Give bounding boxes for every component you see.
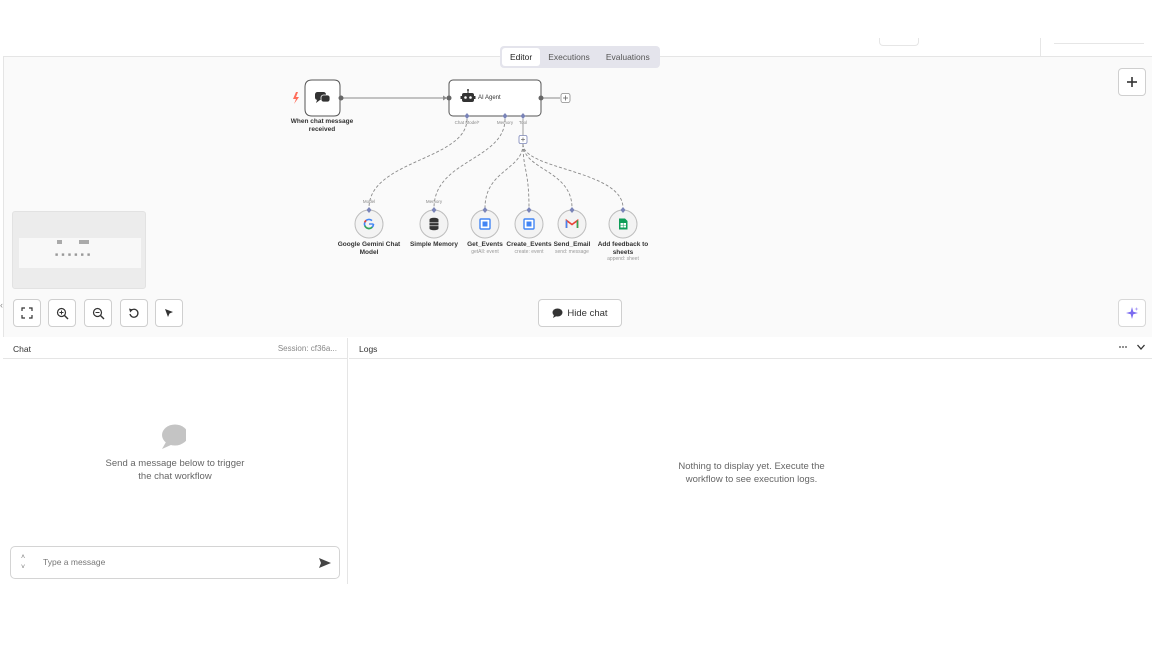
minimap-node xyxy=(57,240,62,244)
chat-empty-message: Send a message below to trigger the chat… xyxy=(90,458,260,483)
google-g-icon xyxy=(363,218,375,230)
memory-node-label: Simple Memory xyxy=(409,241,459,248)
get-events-label: Get_Events xyxy=(467,241,503,248)
top-bar-button-edge xyxy=(879,38,919,46)
reset-zoom-button[interactable] xyxy=(120,299,148,327)
port-label-tool: Tool xyxy=(518,120,528,125)
history-nav-icon[interactable]: ˄˅ xyxy=(21,554,26,571)
hide-chat-button[interactable]: Hide chat xyxy=(538,299,622,327)
minimap[interactable]: ■ ■ ■ ■ ■ ■ xyxy=(12,211,146,289)
port-label-chat-model: Chat Model* xyxy=(454,120,480,125)
minimap-node xyxy=(79,240,89,244)
trigger-label-line2: received xyxy=(308,125,336,133)
chat-panel-title: Chat xyxy=(13,344,31,354)
chat-bubble-icon xyxy=(552,308,563,318)
ai-assistant-button[interactable] xyxy=(1118,299,1146,327)
top-bar-edge xyxy=(1054,40,1144,44)
logs-panel: Logs Nothing to display yet. Execute the… xyxy=(349,338,1152,584)
logs-empty-line1: Nothing to display yet. Execute the xyxy=(678,461,825,472)
logs-panel-title: Logs xyxy=(359,344,378,354)
session-id[interactable]: Session: cf36a... xyxy=(277,344,337,353)
gemini-node[interactable] xyxy=(354,207,384,239)
view-tabs: Editor Executions Evaluations xyxy=(500,46,660,68)
add-node-button[interactable] xyxy=(1118,68,1146,96)
tidy-up-button[interactable] xyxy=(155,299,183,327)
port-tool[interactable] xyxy=(520,113,526,119)
message-input[interactable]: Type a message xyxy=(43,557,106,567)
zoom-in-icon xyxy=(56,307,68,319)
chat-bubbles-icon xyxy=(315,92,331,103)
lightning-icon xyxy=(293,92,299,104)
ai-agent-label: AI Agent xyxy=(478,95,501,101)
undo-icon xyxy=(129,308,139,318)
google-calendar-icon xyxy=(523,218,535,230)
chat-panel: Chat Session: cf36a... xyxy=(3,338,348,584)
add-next-node-icon[interactable] xyxy=(560,93,571,103)
zoom-out-icon xyxy=(92,307,104,319)
feedback-node-label: Add feedback to sheets xyxy=(593,241,653,256)
chat-empty-line1: Send a message below to trigger xyxy=(105,458,245,469)
gmail-icon xyxy=(565,218,579,228)
chat-input-box[interactable]: ˄˅ Type a message xyxy=(10,546,340,579)
chevron-down-icon[interactable] xyxy=(1136,342,1146,352)
tab-evaluations[interactable]: Evaluations xyxy=(605,52,650,62)
memory-port-label: Memory xyxy=(425,199,443,204)
hide-chat-label: Hide chat xyxy=(567,307,608,319)
database-icon xyxy=(429,217,439,231)
zoom-out-button[interactable] xyxy=(84,299,112,327)
collapse-sidebar-icon[interactable]: ‹ xyxy=(0,300,3,310)
chat-panel-header xyxy=(3,338,347,359)
trigger-node-label: When chat message received xyxy=(282,118,362,133)
google-calendar-icon xyxy=(479,218,491,230)
trigger-label-line1: When chat message xyxy=(290,118,354,125)
workflow-canvas[interactable] xyxy=(3,56,1152,337)
minimap-nodes: ■ ■ ■ ■ ■ ■ xyxy=(55,252,92,258)
tab-editor[interactable]: Editor xyxy=(502,48,541,66)
ai-agent-node[interactable] xyxy=(446,79,544,117)
zoom-in-button[interactable] xyxy=(48,299,76,327)
add-tool-icon[interactable] xyxy=(518,135,528,144)
connection-arrow xyxy=(443,95,447,101)
cursor-icon xyxy=(165,309,173,317)
get-events-sub: getAll: event xyxy=(471,249,499,255)
send-email-node[interactable] xyxy=(557,207,587,239)
send-icon[interactable] xyxy=(318,557,332,569)
gemini-label-line2: Model xyxy=(359,248,379,256)
logs-actions xyxy=(1118,342,1146,352)
logs-panel-header xyxy=(349,338,1152,359)
sparkle-icon xyxy=(1126,307,1139,319)
feedback-sub: append: sheet xyxy=(607,256,639,262)
create-events-sub: create: event xyxy=(514,249,544,255)
feedback-label-line1: Add feedback to xyxy=(597,241,649,248)
port-memory[interactable] xyxy=(502,113,508,119)
port-label-memory: Memory xyxy=(496,120,514,125)
chat-empty-icon xyxy=(162,424,186,449)
sub-connections xyxy=(368,118,624,209)
create-events-label: Create_Events xyxy=(506,241,552,248)
logs-empty-message: Nothing to display yet. Execute the work… xyxy=(639,461,864,486)
feedback-label-line2: sheets xyxy=(612,248,634,256)
gemini-label-line1: Google Gemini Chat xyxy=(337,241,401,248)
send-email-sub: send: message xyxy=(555,249,589,255)
fit-view-icon xyxy=(21,307,33,319)
logs-empty-line2: workflow to see execution logs. xyxy=(685,473,818,485)
top-bar xyxy=(0,0,1152,56)
more-options-icon[interactable] xyxy=(1118,342,1128,352)
plus-icon xyxy=(1127,77,1137,87)
gemini-node-label: Google Gemini Chat Model xyxy=(334,241,404,256)
port-chat-model[interactable] xyxy=(464,113,470,119)
chat-empty-line2: the chat workflow xyxy=(138,470,212,482)
google-sheets-icon xyxy=(619,218,628,230)
fit-view-button[interactable] xyxy=(13,299,41,327)
send-email-label: Send_Email xyxy=(553,241,591,248)
robot-icon xyxy=(460,89,476,102)
gemini-port-label: Model xyxy=(362,199,376,204)
tab-executions[interactable]: Executions xyxy=(548,52,590,62)
workflow-graph xyxy=(293,79,638,239)
bottom-area xyxy=(0,584,1152,648)
top-bar-divider xyxy=(1040,38,1041,56)
